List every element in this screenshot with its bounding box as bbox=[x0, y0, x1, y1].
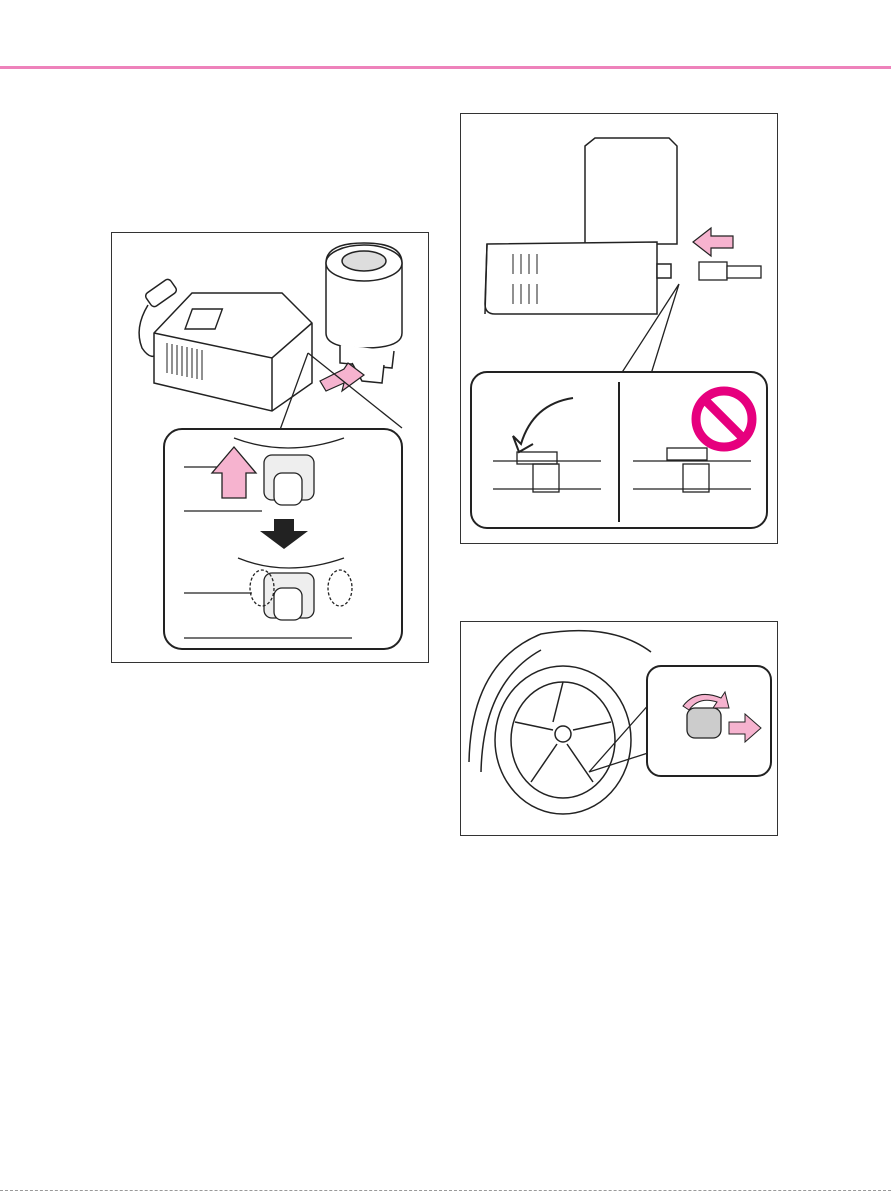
valve-cap-icon bbox=[687, 708, 721, 738]
sealant-bottle-icon bbox=[326, 243, 402, 383]
compressor-icon bbox=[154, 293, 312, 411]
push-arrow-icon bbox=[693, 228, 733, 256]
compressor-icon bbox=[485, 242, 671, 314]
compressor-illustration bbox=[112, 233, 428, 662]
figure-hose-connection bbox=[460, 113, 778, 544]
connection-illustration bbox=[461, 114, 777, 543]
sealant-bottle-icon bbox=[585, 138, 677, 244]
figure-valve-cap-removal bbox=[460, 621, 778, 836]
valve-cap-illustration bbox=[461, 622, 777, 835]
header-rule bbox=[0, 66, 891, 69]
figure-compressor-bottle-attach bbox=[111, 232, 429, 663]
wheel-icon bbox=[495, 666, 631, 814]
